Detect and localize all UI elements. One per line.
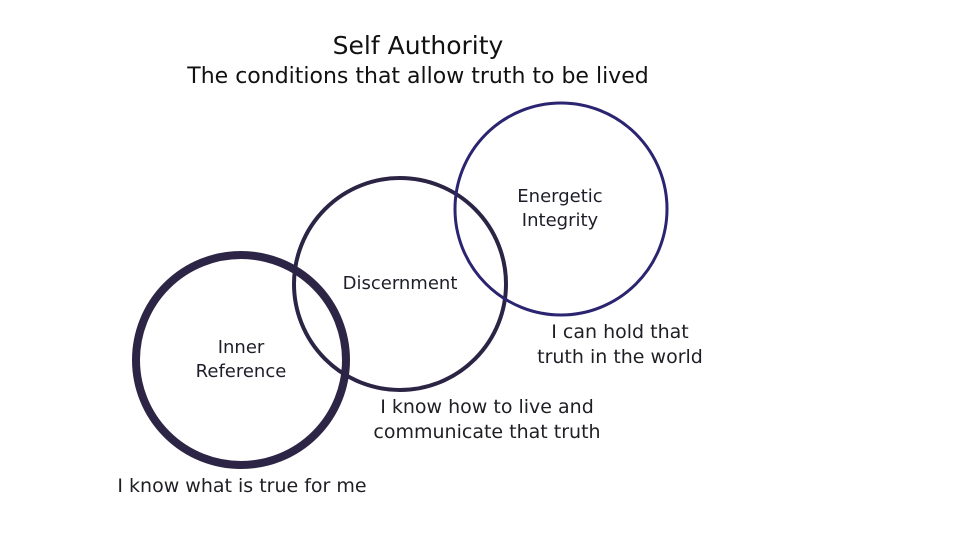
label-discernment: Discernment <box>320 272 480 296</box>
caption-line: truth in the world <box>537 346 703 368</box>
label-line: Inner <box>217 337 265 358</box>
caption-line: I know how to live and <box>380 396 594 418</box>
label-energetic-integrity: Energetic Integrity <box>490 185 630 233</box>
caption-inner-reference: I know what is true for me <box>92 474 392 499</box>
caption-line: I can hold that <box>551 321 689 343</box>
label-line: Integrity <box>521 210 599 231</box>
label-line: Reference <box>195 361 287 382</box>
label-inner-reference: Inner Reference <box>171 336 311 384</box>
caption-line: I know what is true for me <box>117 475 367 497</box>
slide-title: Self Authority <box>332 31 504 60</box>
circle-discernment <box>292 176 508 392</box>
circle-inner-reference <box>132 251 350 469</box>
circle-energetic-integrity <box>453 101 669 317</box>
caption-line: communicate that truth <box>373 421 601 443</box>
caption-discernment: I know how to live and communicate that … <box>342 395 632 445</box>
slide-subtitle: The conditions that allow truth to be li… <box>187 64 649 89</box>
label-line: Discernment <box>342 273 458 294</box>
caption-energetic-integrity: I can hold that truth in the world <box>510 320 730 370</box>
label-line: Energetic <box>517 186 603 207</box>
